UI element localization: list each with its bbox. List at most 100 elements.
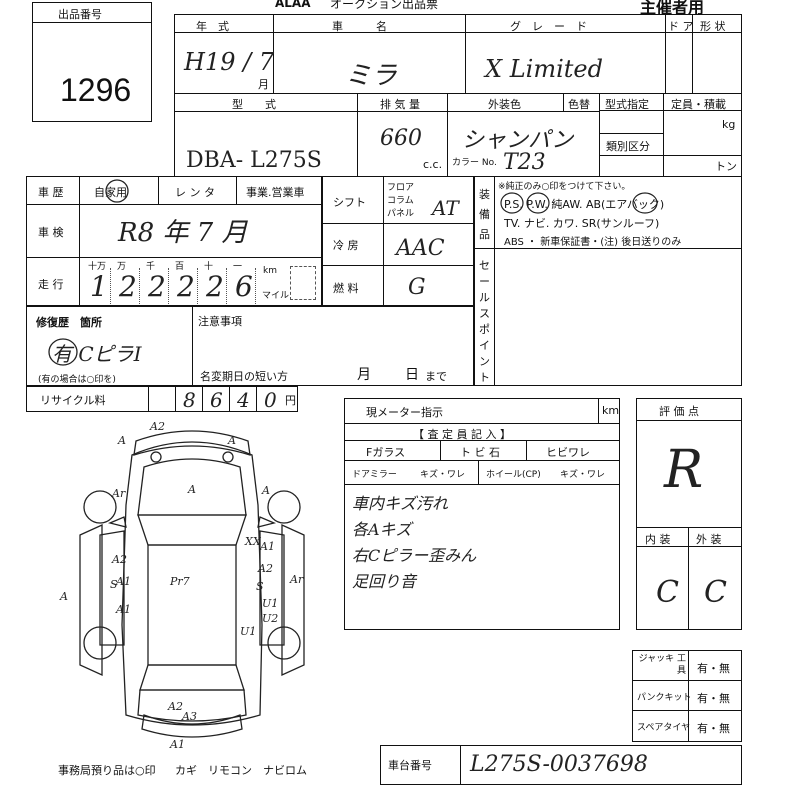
equipment-table: [474, 176, 742, 386]
keys-label: カギ リモコン ナビロム: [175, 764, 307, 777]
name-change-until: まで: [425, 370, 447, 383]
damage-mark: U2: [262, 612, 279, 625]
column-label: コラム: [387, 196, 414, 206]
panel-label: パネル: [387, 209, 415, 219]
spare-label: スペアタイヤ: [637, 723, 691, 733]
business-label: 事業.営業車: [246, 186, 305, 199]
mileage-digit: 1: [90, 270, 108, 303]
category-label: 類別区分: [606, 140, 650, 153]
recycle-label: リサイクル料: [40, 394, 106, 407]
mileage-digit: 2: [177, 270, 195, 303]
shape-label: 形 状: [700, 20, 726, 33]
crack-label: ヒビワレ: [546, 446, 590, 459]
equipment-label: 装 備 品: [479, 188, 490, 241]
car-value: ミラ: [345, 61, 398, 91]
mileage-digit-label: 一: [233, 262, 243, 272]
cc-unit: c.c.: [423, 158, 443, 171]
wheel-label: ホイール(CP): [486, 470, 541, 480]
aircon-label: 冷 房: [333, 239, 359, 252]
drive-table: [322, 176, 474, 306]
equipment-line3: ABS ・ 新車保証書・(注) 後日送りのみ: [504, 237, 682, 248]
recycle-digit-divider: [229, 387, 230, 411]
damage-mark: A2: [150, 420, 165, 433]
designation-label: 型式指定: [605, 98, 649, 111]
jack-have-none: 有・無: [697, 662, 730, 675]
puncture-label: パンクキット: [637, 693, 692, 703]
model-value: DBA- L275S: [186, 148, 322, 173]
recycle-digit-divider: [175, 387, 176, 411]
damage-mark: A2: [258, 562, 273, 575]
damage-mark: A1: [116, 603, 131, 616]
door-mirror-label: ドアミラー: [352, 470, 397, 480]
mileage-digit-label: 百: [175, 262, 185, 272]
shift-value: AT: [432, 196, 459, 220]
note-line: 各Aキズ: [352, 520, 412, 539]
damage-mark: A: [118, 434, 126, 447]
equipment-circles: [500, 192, 658, 214]
displacement-value: 660: [380, 126, 422, 151]
recycle-digit-divider: [148, 387, 149, 411]
meter-unit: km: [602, 404, 620, 417]
year-month-unit: 月: [258, 78, 269, 91]
repair-note: (有の場合は○印を): [38, 375, 116, 385]
inspection-value: R8 年 7 月: [118, 218, 248, 248]
car-label: 車 名: [332, 20, 387, 33]
score-value: R: [664, 440, 704, 500]
repair-circle: [48, 338, 78, 366]
damage-mark: Ar: [112, 487, 126, 500]
damage-mark: A3: [182, 710, 197, 723]
damage-mark: A1: [260, 540, 275, 553]
mileage-digit: 2: [206, 270, 224, 303]
chip-label: ト ビ 石: [460, 446, 500, 459]
color-no-label: カラー No.: [452, 158, 497, 168]
mileage-digit: 6: [235, 270, 253, 303]
repair-label: 修復歴 箇所: [36, 316, 102, 329]
header-title: オークション出品票: [330, 0, 439, 11]
equipment-note: ※純正のみ○印をつけて下さい。: [498, 182, 631, 192]
private-use-circle: [105, 179, 129, 203]
damage-mark: A: [60, 590, 68, 603]
windshield-label: Fガラス: [366, 446, 406, 459]
history-label: 車 歴: [38, 186, 64, 199]
damage-mark: S: [110, 578, 118, 591]
lot-label: 出品番号: [58, 8, 102, 21]
shift-label: シフト: [333, 196, 366, 209]
name-change-day: 日: [405, 367, 419, 383]
exterior-label: 外 装: [696, 533, 722, 546]
capacity-label: 定員・積載: [671, 98, 726, 111]
mileage-digit-divider: [110, 268, 111, 304]
evaluation-table: [636, 398, 742, 630]
tools-table: [632, 650, 742, 742]
mile-unit: マイル: [262, 291, 290, 301]
mileage-digit: 2: [119, 270, 137, 303]
damage-mark: U1: [240, 625, 257, 638]
floor-label: フロア: [387, 183, 415, 193]
mileage-digit-divider: [255, 268, 256, 304]
color-no-value: T23: [503, 150, 546, 175]
recycle-digit: 0: [264, 388, 277, 412]
mileage-label: 走 行: [38, 278, 64, 291]
lot-number: 1296: [60, 72, 132, 108]
door-mirror-options: キズ・ワレ: [420, 470, 466, 480]
name-change-month: 月: [357, 367, 371, 383]
puncture-have-none: 有・無: [697, 692, 730, 705]
rental-label: レ ン タ: [175, 186, 215, 199]
exterior-value: C: [704, 575, 727, 610]
mileage-digit-divider: [226, 268, 227, 304]
recycle-yen: 円: [285, 394, 296, 407]
mileage-digit-divider: [139, 268, 140, 304]
jack-label: ジャッキ 工 具: [638, 654, 696, 676]
ext-color-value: シャンパン: [462, 128, 574, 153]
meter-label: 現メーター指示: [366, 406, 443, 419]
damage-mark: Ar: [290, 573, 304, 586]
recycle-digit: 4: [237, 388, 250, 412]
damage-mark: A: [262, 484, 270, 497]
chassis-value: L275S-0037698: [470, 752, 648, 777]
recycle-table: [26, 386, 298, 412]
recycle-digit-divider: [256, 387, 257, 411]
mileage-digit-label: 万: [117, 262, 127, 272]
interior-label: 内 装: [645, 533, 671, 546]
car-damage-diagram: [79, 430, 305, 738]
mile-checkbox: [290, 266, 316, 300]
history-table: [26, 176, 322, 306]
